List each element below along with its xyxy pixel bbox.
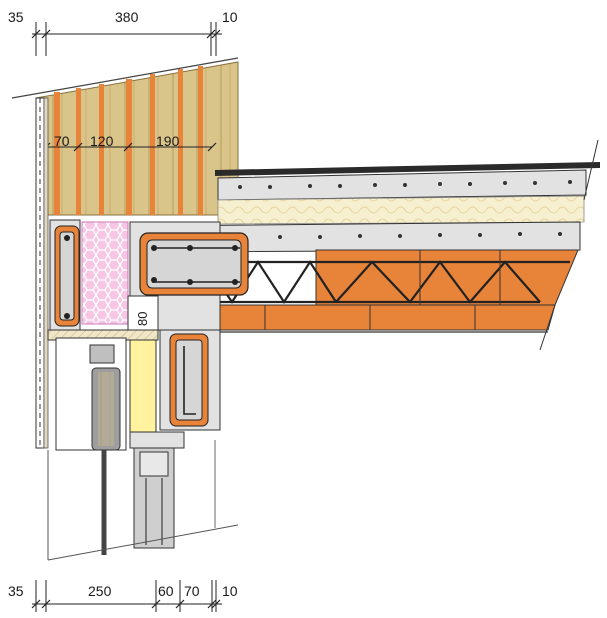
- dim-bottom-250: 250: [88, 583, 112, 599]
- dim-inner-70: 70: [54, 133, 70, 149]
- roof-build-up: [139, 139, 600, 351]
- top-dimension-line: 35 380 10: [8, 9, 238, 56]
- dim-bottom-70: 70: [184, 583, 200, 599]
- brick-joints: [264, 250, 501, 330]
- timber-studs: [54, 66, 203, 215]
- dim-bottom-10: 10: [222, 583, 238, 599]
- roller-shutter: [55, 337, 127, 555]
- dim-lintel-80: 80: [135, 312, 150, 326]
- dim-inner-190: 190: [156, 133, 180, 149]
- dim-bottom-60: 60: [158, 583, 174, 599]
- left-column: [49, 219, 81, 331]
- dim-top-35: 35: [8, 9, 24, 25]
- dim-inner-120: 120: [90, 133, 114, 149]
- dim-bottom-35: 35: [8, 583, 24, 599]
- pink-insulation: [81, 221, 129, 325]
- window-frame: [129, 431, 185, 549]
- dim-top-10: 10: [222, 9, 238, 25]
- lintel: 80: [127, 295, 159, 335]
- screw-dots: [238, 180, 572, 239]
- bottom-dimension-line: 35 250 60 70 10: [8, 580, 238, 612]
- facade-cladding: [11, 57, 239, 449]
- lower-cut-line: [47, 524, 239, 561]
- inner-dimension-line: 70 120 190: [41, 133, 217, 152]
- dim-top-380: 380: [115, 9, 139, 25]
